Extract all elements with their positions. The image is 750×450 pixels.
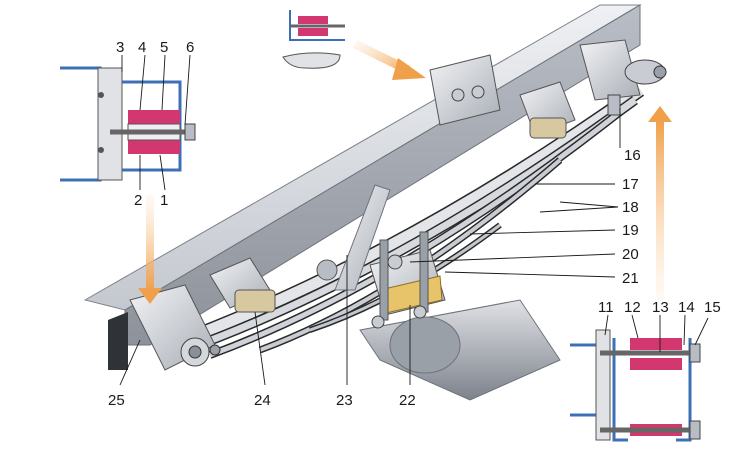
callout-22: 22 — [399, 392, 416, 409]
spring-center-clamp — [369, 231, 446, 329]
callout-20: 20 — [622, 246, 639, 263]
callout-14: 14 — [678, 299, 695, 316]
front-spring-bracket — [129, 284, 221, 371]
callout-17: 17 — [622, 176, 639, 193]
callout-1: 1 — [160, 192, 168, 209]
callout-15: 15 — [704, 299, 721, 316]
arrow-diagonal-icon — [353, 40, 426, 80]
bump-stop-front — [209, 257, 276, 313]
callout-18: 18 — [622, 199, 639, 216]
arrow-up-icon — [648, 106, 672, 300]
leader-lines — [119, 54, 709, 386]
inset-front-mount — [60, 66, 196, 182]
inset-top-center — [282, 10, 345, 69]
callout-labels: 3 4 5 6 2 1 16 17 18 19 20 21 11 12 13 1… — [108, 39, 721, 409]
frame-side-member — [83, 4, 642, 370]
callout-13: 13 — [652, 299, 669, 316]
callout-3: 3 — [116, 39, 124, 56]
shock-strut — [316, 184, 391, 291]
callout-11: 11 — [598, 299, 614, 316]
arrow-down-icon — [138, 195, 162, 304]
axle-beam — [359, 299, 561, 401]
callout-4: 4 — [138, 39, 146, 56]
frame-bracket-middle — [429, 54, 501, 126]
rear-shackle — [579, 39, 667, 116]
callout-12: 12 — [624, 299, 641, 316]
callout-6: 6 — [186, 39, 194, 56]
bump-stop-rear — [519, 81, 576, 139]
callout-24: 24 — [254, 392, 271, 409]
callout-2: 2 — [134, 192, 142, 209]
callout-16: 16 — [624, 147, 641, 164]
inset-rear-shackle — [570, 329, 701, 442]
callout-21: 21 — [622, 270, 639, 287]
callout-25: 25 — [108, 392, 125, 409]
callout-23: 23 — [336, 392, 353, 409]
callout-19: 19 — [622, 222, 639, 239]
callout-5: 5 — [160, 39, 168, 56]
